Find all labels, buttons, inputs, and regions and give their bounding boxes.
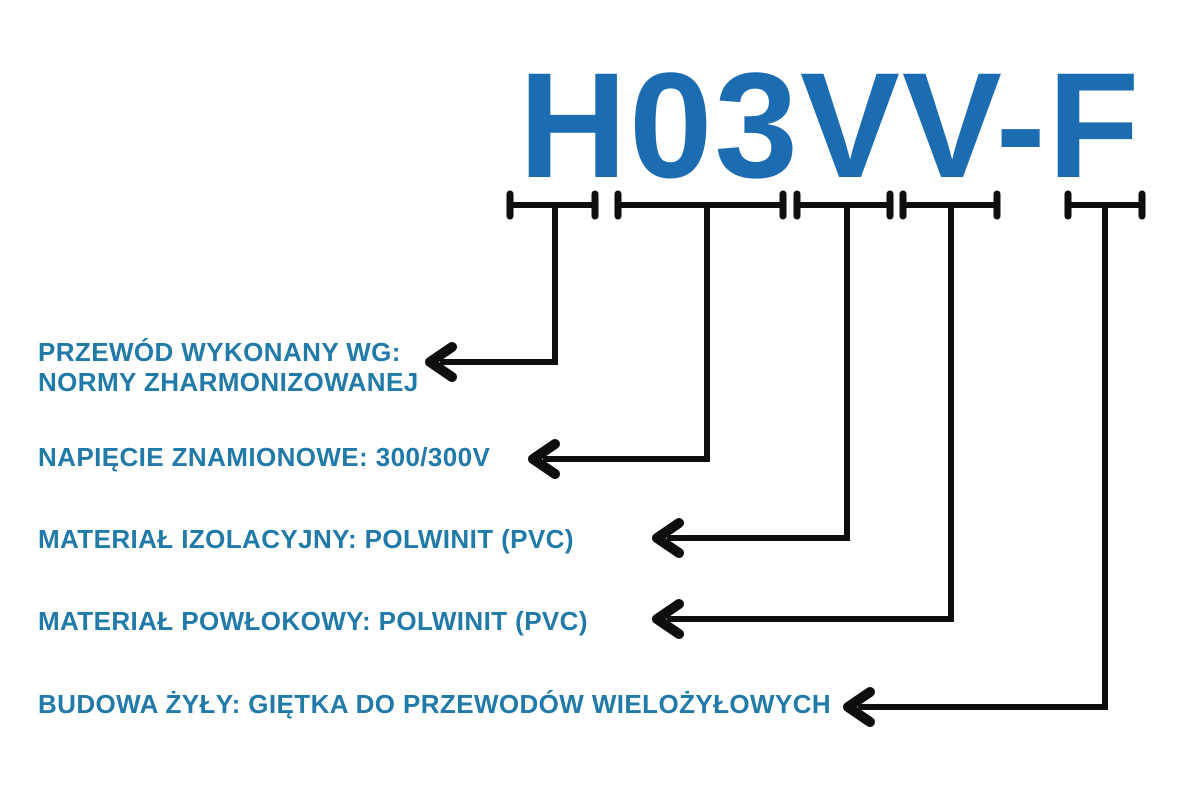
arrow-left-icon [528,439,560,479]
arrow-left-icon [652,599,684,639]
arrow-left-icon [843,687,875,727]
label-insulation-material: MATERIAŁ IZOLACYJNY: POLWINIT (PVC) [38,524,574,554]
connector-core-construction [843,205,1108,727]
connector-sheath-material [652,205,954,639]
label-line: MATERIAŁ IZOLACYJNY: POLWINIT (PVC) [38,524,574,554]
arrow-left-icon [425,342,457,382]
label-sheath-material: MATERIAŁ POWŁOKOWY: POLWINIT (PVC) [38,606,588,636]
label-core-construction: BUDOWA ŻYŁY: GIĘTKA DO PRZEWODÓW WIELOŻY… [38,689,831,719]
cable-code-title: H03VV-F [518,41,1142,209]
connector-harmonized-standard [425,205,558,382]
bracket-segment-03 [614,190,787,220]
label-line: NAPIĘCIE ZNAMIONOWE: 300/300V [38,442,491,472]
label-rated-voltage: NAPIĘCIE ZNAMIONOWE: 300/300V [38,442,490,472]
connector-rated-voltage [528,205,710,479]
arrow-left-icon [652,518,684,558]
label-line: PRZEWÓD WYKONANY WG: [38,337,401,367]
label-line: BUDOWA ŻYŁY: GIĘTKA DO PRZEWODÓW WIELOŻY… [38,689,832,719]
label-line: MATERIAŁ POWŁOKOWY: POLWINIT (PVC) [38,606,588,636]
label-line: NORMY ZHARMONIZOWANEJ [38,367,419,397]
connector-insulation-material [652,205,850,558]
label-harmonized-standard: PRZEWÓD WYKONANY WG: NORMY ZHARMONIZOWAN… [38,337,419,397]
bracket-segment-v1 [793,190,894,220]
